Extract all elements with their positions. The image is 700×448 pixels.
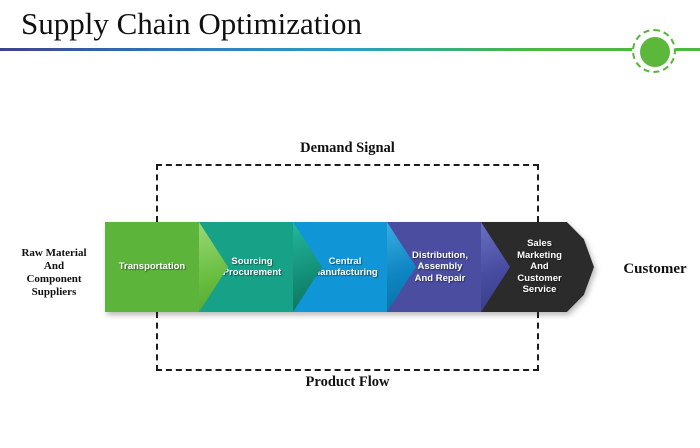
header-accent-line <box>0 48 700 51</box>
segment-transportation: Transportation <box>105 222 199 312</box>
demand-signal-label: Demand Signal <box>300 140 395 156</box>
segment-label: Sourcing Procurement <box>222 255 282 279</box>
chevron-flow: Transportation Sourcing Procurement Cent… <box>105 222 594 312</box>
page-title: Supply Chain Optimization <box>21 6 362 41</box>
suppliers-label: Raw Material And Component Suppliers <box>21 247 87 298</box>
customer-label: Customer <box>623 261 687 277</box>
demand-signal-bracket <box>156 164 539 222</box>
product-flow-label: Product Flow <box>305 374 390 390</box>
green-circle-icon <box>640 37 670 67</box>
product-flow-bracket <box>156 312 539 371</box>
segment-label: Sales Marketing And Customer Service <box>517 238 562 296</box>
segment-label: Distribution, Assembly And Repair <box>412 249 468 284</box>
segment-label: Transportation <box>118 261 186 273</box>
segment-label: Central Manufacturing <box>312 255 378 279</box>
